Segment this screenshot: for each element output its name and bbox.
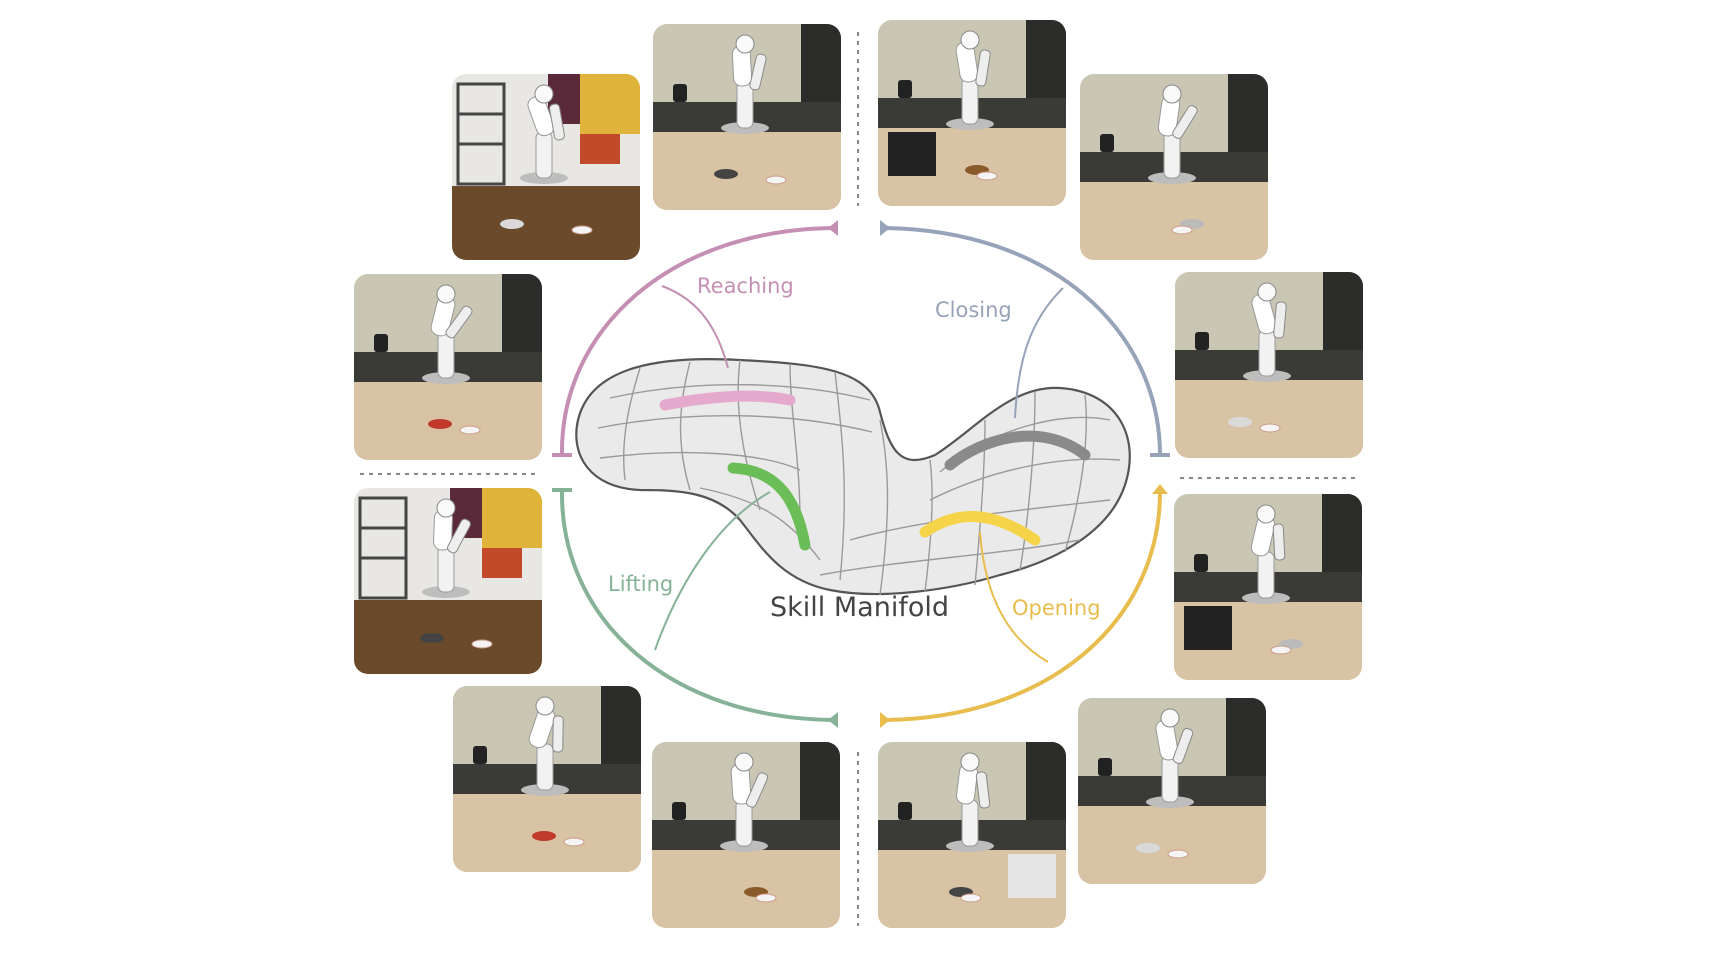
grid-line	[789, 363, 801, 521]
scene-panel-closing-3	[1175, 272, 1363, 458]
scene-panel-reaching-1	[452, 74, 640, 260]
manifold-title: Skill Manifold	[770, 592, 949, 623]
reaching-pointer-arrow	[661, 285, 729, 369]
scene-render-image	[1078, 698, 1266, 884]
scene-panel-reaching-3	[354, 274, 542, 460]
reaching-stroke	[659, 390, 796, 411]
scene-panel-reaching-2	[653, 24, 841, 210]
grid-line	[737, 359, 761, 511]
closing-stroke	[944, 430, 1091, 471]
opening-label: Opening	[1012, 596, 1101, 620]
scene-render-image	[878, 20, 1066, 206]
manifold-surface	[575, 358, 1131, 596]
grid-line	[819, 539, 1081, 576]
reaching-arc	[559, 226, 839, 456]
scene-panel-lifting-1	[354, 488, 542, 674]
grid-line	[622, 367, 641, 481]
scene-render-image	[653, 24, 841, 210]
grid-line	[1064, 394, 1087, 553]
scene-panel-closing-2	[1080, 74, 1268, 260]
scene-panel-closing-1	[878, 20, 1066, 206]
opening-pointer-arrow	[979, 531, 1049, 663]
scene-panel-opening-2	[1078, 698, 1266, 884]
lifting-pointer-arrow	[654, 491, 771, 651]
grid-line	[679, 361, 691, 491]
scene-render-image	[452, 74, 640, 260]
grid-line	[974, 419, 986, 586]
grid-line	[1019, 391, 1036, 571]
reaching-label: Reaching	[697, 274, 794, 298]
lifting-label: Lifting	[608, 572, 674, 596]
grid-line	[929, 458, 1121, 501]
opening-arc	[879, 491, 1162, 722]
scene-panel-lifting-3	[652, 742, 840, 928]
scene-render-image	[453, 686, 641, 872]
opening-stroke	[919, 511, 1041, 546]
lifting-stroke	[727, 462, 811, 551]
scene-render-image	[1175, 272, 1363, 458]
scene-render-image	[354, 488, 542, 674]
grid-line	[834, 371, 845, 581]
scene-render-image	[878, 742, 1066, 928]
opening-arc-start-cap	[1152, 484, 1168, 494]
scene-panel-opening-1	[1174, 494, 1362, 680]
opening-arc-end-cap	[880, 712, 890, 728]
grid-line	[599, 451, 801, 471]
grid-line	[609, 383, 871, 401]
scene-panel-opening-3	[878, 742, 1066, 928]
grid-line	[879, 419, 889, 596]
scene-render-image	[1174, 494, 1362, 680]
scene-render-image	[354, 274, 542, 460]
lifting-arc	[559, 489, 839, 722]
closing-pointer-arrow	[1014, 287, 1064, 419]
closing-arc-end-cap	[880, 220, 890, 236]
closing-label: Closing	[935, 298, 1012, 322]
lifting-arc-end-cap	[828, 712, 838, 728]
closing-arc	[879, 226, 1162, 456]
scene-render-image	[1080, 74, 1268, 260]
scene-panel-lifting-2	[453, 686, 641, 872]
reaching-arc-end-cap	[828, 220, 838, 236]
scene-render-image	[652, 742, 840, 928]
